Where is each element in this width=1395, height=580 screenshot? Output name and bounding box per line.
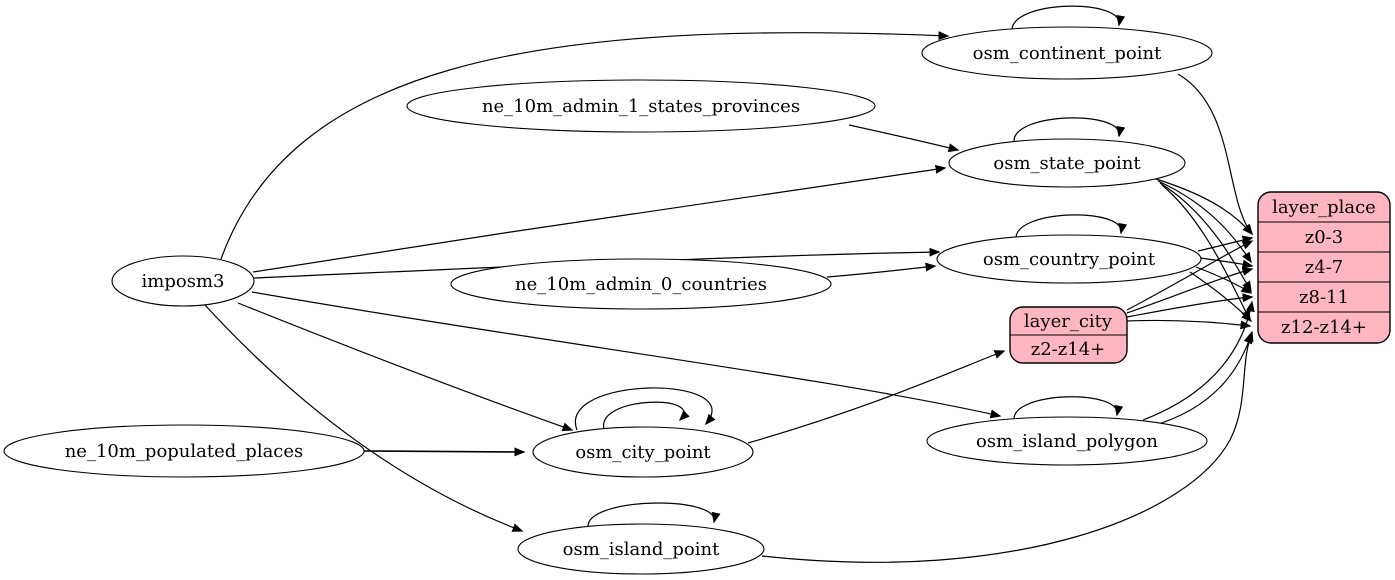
- edge-osm-state-point-z0-3: [1155, 178, 1253, 236]
- record-layer-place-row-z8-11: z8-11: [1299, 287, 1349, 308]
- node-ne-10m-populated-places-shape: [3, 424, 365, 478]
- node-osm-state-point: osm_state_point: [948, 138, 1186, 188]
- record-layer-place-row-z0-3: z0-3: [1305, 227, 1343, 248]
- edge-imposm3-osm-island-point: [204, 304, 524, 532]
- node-osm-country-point: osm_country_point: [936, 234, 1202, 284]
- self-loop-osm-city-point-inner: [603, 401, 690, 430]
- node-osm-country-point-label: osm_country_point: [983, 249, 1156, 270]
- edge-osm-island-polygon-z8-11: [1142, 300, 1255, 421]
- edge-osm-island-point-z12-z14: [761, 332, 1253, 563]
- record-layer-place-row-z12-z14: z12-z14+: [1281, 317, 1367, 338]
- self-loop-osm-country-point: [1015, 214, 1128, 240]
- edge-osm-state-point-z8-11: [1159, 182, 1252, 293]
- node-osm-city-point-label: osm_city_point: [575, 442, 711, 463]
- edge-layer-city-z0-3: [1126, 240, 1254, 311]
- edge-ne-10m-admin-1-states-provinces-osm-state-point: [848, 124, 960, 153]
- node-ne-10m-populated-places-label: ne_10m_populated_places: [65, 441, 304, 462]
- node-osm-state-point-label: osm_state_point: [993, 153, 1141, 174]
- edge-osm-state-point-z12-z14: [1161, 184, 1251, 322]
- record-layer-place-box: [1257, 191, 1391, 344]
- node-osm-island-point: osm_island_point: [517, 523, 765, 575]
- node-imposm3-shape: [111, 255, 255, 307]
- node-imposm3: imposm3: [111, 255, 255, 307]
- edge-osm-city-point-layer-city: [747, 350, 1006, 444]
- record-layer-city-title: layer_city: [1024, 311, 1113, 332]
- node-osm-continent-point-label: osm_continent_point: [973, 43, 1162, 64]
- node-imposm3-label: imposm3: [142, 271, 225, 292]
- record-layer-place-title: layer_place: [1272, 197, 1376, 218]
- edge-layer-city-z4-7: [1126, 267, 1254, 314]
- node-ne-10m-admin-1-states-provinces-label: ne_10m_admin_1_states_provinces: [482, 96, 800, 117]
- edge-layer-city-z8-11: [1126, 293, 1254, 318]
- edge-osm-state-point-z4-7: [1157, 180, 1252, 264]
- record-layer-place: layer_place z0-3 z4-7 z8-11 z12-z14+: [1257, 191, 1391, 344]
- node-ne-10m-admin-0-countries-shape: [450, 258, 832, 310]
- node-osm-state-point-shape: [948, 138, 1186, 188]
- node-ne-10m-admin-0-countries-label: ne_10m_admin_0_countries: [515, 274, 767, 295]
- node-osm-island-point-label: osm_island_point: [563, 539, 720, 560]
- node-ne-10m-admin-1-states-provinces-shape: [406, 79, 876, 133]
- node-ne-10m-admin-0-countries: ne_10m_admin_0_countries: [450, 258, 832, 310]
- self-loop-osm-continent-point: [1011, 5, 1126, 32]
- edge-imposm3-osm-state-point: [252, 164, 947, 273]
- record-layer-city: layer_city z2-z14+: [1009, 306, 1128, 364]
- node-osm-continent-point-shape: [921, 26, 1213, 80]
- edge-group: [204, 5, 1255, 563]
- node-osm-city-point: osm_city_point: [532, 426, 754, 478]
- edge-imposm3-osm-continent-point: [220, 31, 950, 260]
- edge-osm-continent-point-z0-3: [1177, 73, 1253, 236]
- node-osm-island-polygon-label: osm_island_polygon: [976, 431, 1158, 452]
- edge-osm-country-point-z8-11: [1195, 266, 1253, 294]
- record-layer-city-row-z2-z14: z2-z14+: [1031, 339, 1106, 360]
- edge-imposm3-osm-city-point: [237, 302, 574, 432]
- node-osm-island-polygon-shape: [926, 416, 1208, 466]
- edge-osm-island-polygon-z12-z14: [1151, 330, 1254, 427]
- self-loop-osm-city-point-outer: [574, 387, 716, 431]
- record-layer-place-row-z4-7: z4-7: [1305, 257, 1343, 278]
- node-osm-country-point-shape: [936, 234, 1202, 284]
- edge-imposm3-osm-island-polygon: [251, 291, 1002, 419]
- self-loop-osm-island-point: [587, 502, 721, 528]
- edge-osm-country-point-z12-z14: [1189, 271, 1253, 323]
- edge-ne-10m-populated-places-osm-city-point: [363, 447, 526, 457]
- edge-layer-city-z12-z14: [1126, 319, 1252, 330]
- self-loop-osm-state-point: [1013, 117, 1126, 143]
- node-ne-10m-admin-1-states-provinces: ne_10m_admin_1_states_provinces: [406, 79, 876, 133]
- node-osm-city-point-shape: [532, 426, 754, 478]
- node-ne-10m-populated-places: ne_10m_populated_places: [3, 424, 365, 478]
- node-osm-island-polygon: osm_island_polygon: [926, 416, 1208, 466]
- node-osm-continent-point: osm_continent_point: [921, 26, 1213, 80]
- edge-ne-10m-admin-0-countries-osm-country-point: [826, 262, 937, 278]
- edge-osm-country-point-z0-3: [1197, 235, 1254, 252]
- edge-osm-country-point-z4-7: [1199, 257, 1254, 269]
- node-osm-island-point-shape: [517, 523, 765, 575]
- self-loop-osm-island-polygon: [1013, 396, 1124, 421]
